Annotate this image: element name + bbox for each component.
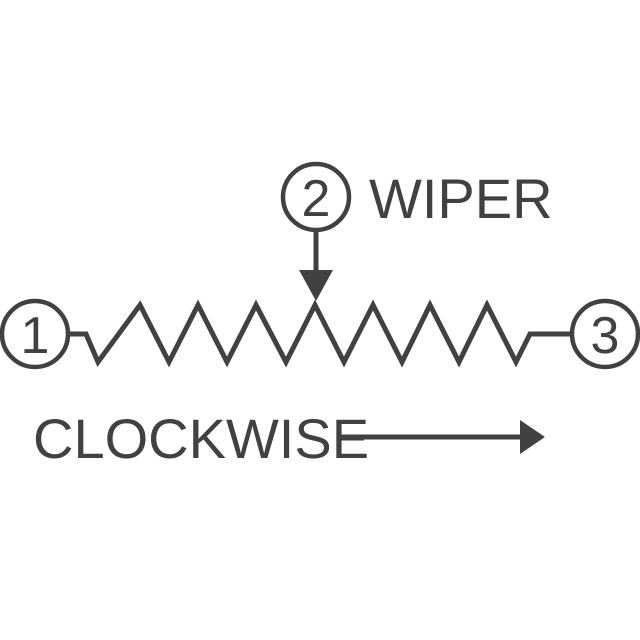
wiper-arrowhead-icon <box>299 270 333 301</box>
terminal-1[interactable]: 1 <box>0 298 71 370</box>
resistor-zigzag <box>68 299 572 368</box>
rotation-arrowhead-icon <box>520 420 545 454</box>
terminal-1-label: 1 <box>21 307 50 365</box>
clockwise-text-label: CLOCKWISE <box>33 407 369 470</box>
terminal-2[interactable]: 2 <box>280 161 352 233</box>
wiper-text-label: WIPER <box>369 167 553 230</box>
terminal-3-label: 3 <box>591 307 620 365</box>
terminal-2-label: 2 <box>302 170 331 228</box>
terminal-2-circle <box>280 161 352 233</box>
terminal-1-circle <box>0 298 71 370</box>
terminal-3[interactable]: 3 <box>569 298 640 370</box>
terminal-3-circle <box>569 298 640 370</box>
